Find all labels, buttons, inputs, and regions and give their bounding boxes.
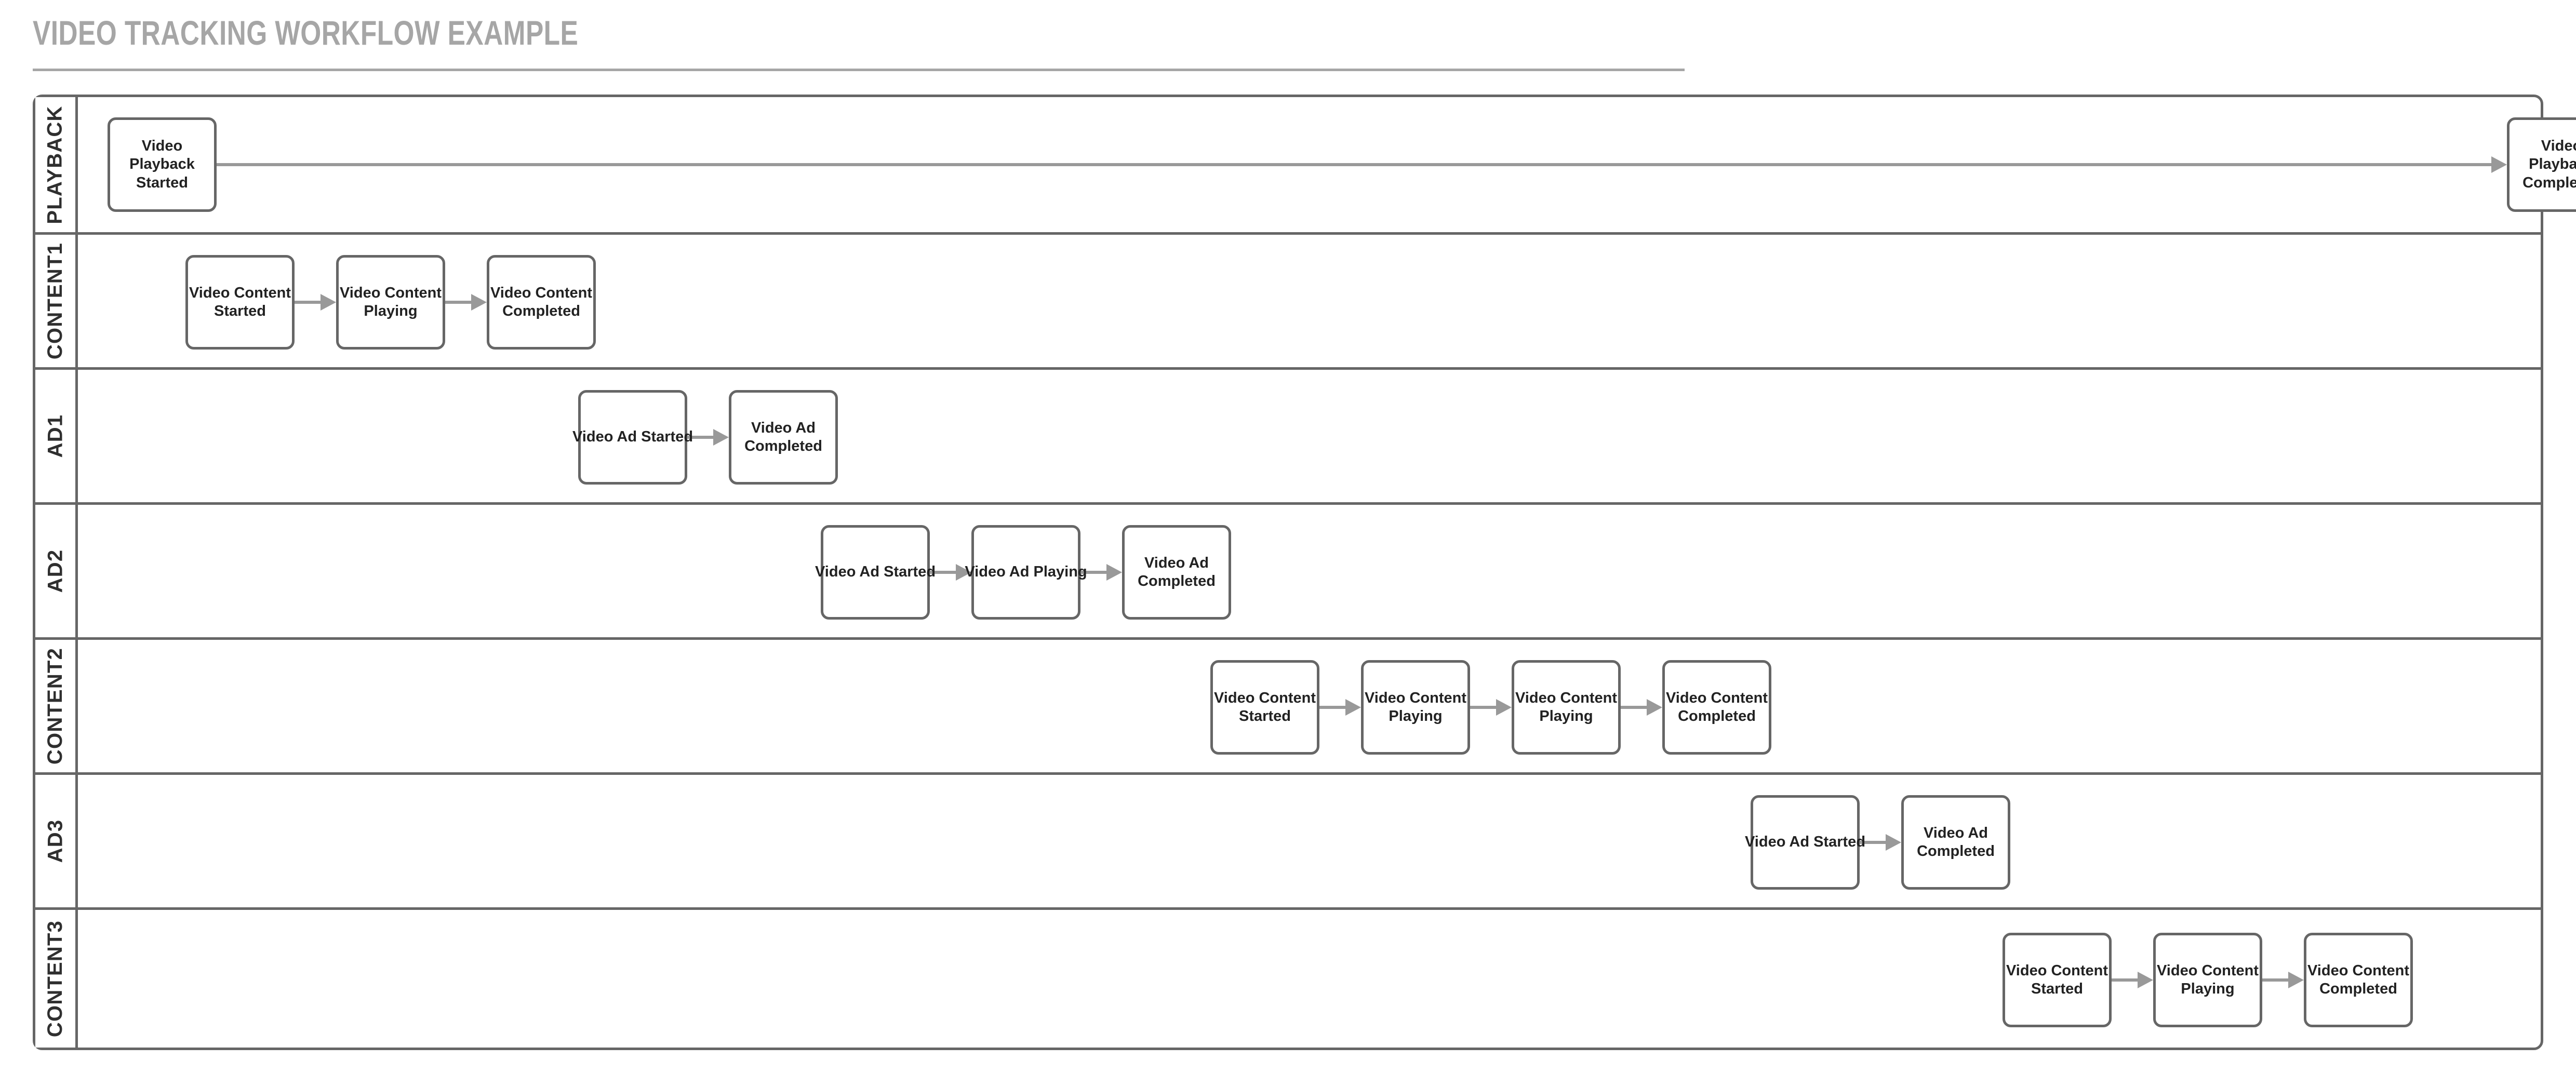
node-ad2-playing[interactable]: Video Ad Playing (965, 525, 1087, 620)
lane-header-content3: CONTENT3 (35, 910, 78, 1048)
arrowhead-content2-playing2 (1496, 699, 1512, 716)
node-content3-completed[interactable]: Video Content Completed (2304, 933, 2413, 1027)
connector-ad1-started-to-completed (687, 436, 713, 439)
node-ad1-started[interactable]: Video Ad Started (572, 390, 693, 485)
title-underline-rule (33, 69, 1685, 71)
arrowhead-content2-playing1 (1345, 699, 1361, 716)
node-content1-started[interactable]: Video Content Started (185, 255, 295, 350)
node-label: Video Content Completed (1665, 689, 1768, 724)
node-content3-playing[interactable]: Video Content Playing (2153, 933, 2262, 1027)
node-label: Video Ad Completed (1138, 554, 1216, 589)
node-label: Video Content Started (189, 284, 291, 319)
lane-header-playback: PLAYBACK (35, 97, 78, 232)
node-label: Video Content Completed (490, 284, 593, 319)
connector-content2-playing1-to-playing2 (1470, 706, 1496, 709)
lane-body-ad1: Video Ad Started Video Ad Completed (78, 370, 2541, 502)
lane-playback: PLAYBACK Video Playback Started Video Pl… (35, 97, 2576, 232)
lane-body-content3: Video Content Started Video Content Play… (78, 910, 2541, 1048)
connector-playback-started-to-completed (217, 163, 2491, 166)
lane-label-content1: CONTENT1 (44, 242, 67, 360)
node-ad2-started[interactable]: Video Ad Started (815, 525, 936, 620)
node-ad2-completed[interactable]: Video Ad Completed (1122, 525, 1231, 620)
lane-body-ad3: Video Ad Started Video Ad Completed (78, 775, 2541, 907)
lane-header-content2: CONTENT2 (35, 640, 78, 772)
node-label: Video Ad Started (815, 563, 936, 581)
lane-header-content1: CONTENT1 (35, 235, 78, 367)
lane-content2: CONTENT2 Video Content Started Video Con… (35, 637, 2541, 772)
arrowhead-content3-playing (2138, 972, 2153, 988)
lane-body-content2: Video Content Started Video Content Play… (78, 640, 2541, 772)
node-ad3-started[interactable]: Video Ad Started (1745, 795, 1865, 890)
lane-label-playback: PLAYBACK (44, 105, 66, 224)
swimlane-pool: PLAYBACK Video Playback Started Video Pl… (33, 95, 2576, 1050)
arrowhead-ad1-completed (713, 429, 729, 446)
node-ad3-completed[interactable]: Video Ad Completed (1901, 795, 2010, 890)
page-title: VIDEO TRACKING WORKFLOW EXAMPLE (33, 14, 579, 52)
connector-ad3-started-to-completed (1860, 841, 1886, 844)
lane-header-ad1: AD1 (35, 370, 78, 502)
node-label: Video Content Completed (2307, 962, 2410, 997)
lane-label-ad3: AD3 (44, 819, 66, 863)
arrowhead-content1-playing (321, 294, 336, 311)
arrowhead-ad2-completed (1106, 564, 1122, 581)
node-label: Video Content Playing (1515, 689, 1618, 724)
node-label: Video Ad Completed (744, 419, 822, 454)
node-content2-playing-2[interactable]: Video Content Playing (1512, 660, 1621, 755)
connector-content3-started-to-playing (2112, 978, 2138, 982)
lane-ad3: AD3 Video Ad Started Video Ad Completed (35, 772, 2541, 907)
connector-content2-playing2-to-completed (1621, 706, 1647, 709)
lane-label-content3: CONTENT3 (44, 920, 67, 1038)
node-video-playback-completed[interactable]: Video Playback Completed (2507, 117, 2576, 212)
arrowhead-ad3-completed (1886, 834, 1901, 851)
node-label: Video Content Playing (1364, 689, 1467, 724)
node-label: Video Content Playing (339, 284, 442, 319)
lane-label-content2: CONTENT2 (44, 647, 67, 765)
lane-content1: CONTENT1 Video Content Started Video Con… (35, 232, 2541, 367)
connector-ad2-playing-to-completed (1080, 571, 1106, 574)
arrowhead-playback-completed (2491, 156, 2507, 173)
node-label: Video Ad Started (1744, 834, 1866, 851)
node-label: Video Ad Playing (965, 563, 1087, 581)
node-label: Video Content Started (2006, 962, 2108, 997)
arrowhead-content3-completed (2288, 972, 2304, 988)
node-label: Video Content Started (1213, 689, 1316, 724)
node-label: Video Content Playing (2156, 962, 2259, 997)
connector-ad2-started-to-playing (930, 571, 956, 574)
lane-label-ad1: AD1 (44, 414, 66, 458)
connector-content3-playing-to-completed (2262, 978, 2288, 982)
node-content1-completed[interactable]: Video Content Completed (487, 255, 596, 350)
title-block: VIDEO TRACKING WORKFLOW EXAMPLE (33, 14, 1685, 71)
lane-body-content1: Video Content Started Video Content Play… (78, 235, 2541, 367)
node-content2-completed[interactable]: Video Content Completed (1662, 660, 1771, 755)
arrowhead-content2-completed (1647, 699, 1662, 716)
node-content2-started[interactable]: Video Content Started (1210, 660, 1319, 755)
lane-ad2: AD2 Video Ad Started Video Ad Playing Vi… (35, 502, 2541, 637)
lane-content3: CONTENT3 Video Content Started Video Con… (35, 907, 2541, 1048)
lane-ad1: AD1 Video Ad Started Video Ad Completed (35, 367, 2541, 502)
node-label: Video Ad Completed (1917, 824, 1995, 860)
lane-label-ad2: AD2 (44, 549, 66, 593)
node-video-playback-started[interactable]: Video Playback Started (108, 117, 217, 212)
arrowhead-content1-completed (471, 294, 487, 311)
node-ad1-completed[interactable]: Video Ad Completed (729, 390, 838, 485)
lane-body-ad2: Video Ad Started Video Ad Playing Video … (78, 505, 2541, 637)
lane-header-ad2: AD2 (35, 505, 78, 637)
node-content3-started[interactable]: Video Content Started (2003, 933, 2112, 1027)
connector-content1-playing-to-completed (445, 301, 471, 304)
arrowhead-ad2-playing (956, 564, 971, 581)
connector-content1-started-to-playing (295, 301, 321, 304)
node-label: Video Playback Started (129, 137, 195, 191)
node-label: Video Ad Started (572, 428, 693, 446)
node-content1-playing[interactable]: Video Content Playing (336, 255, 445, 350)
node-label: Video Playback Completed (2522, 137, 2576, 191)
lane-body-playback: Video Playback Started Video Playback Co… (78, 97, 2576, 232)
lane-header-ad3: AD3 (35, 775, 78, 907)
connector-content2-started-to-playing1 (1319, 706, 1345, 709)
node-content2-playing-1[interactable]: Video Content Playing (1361, 660, 1470, 755)
